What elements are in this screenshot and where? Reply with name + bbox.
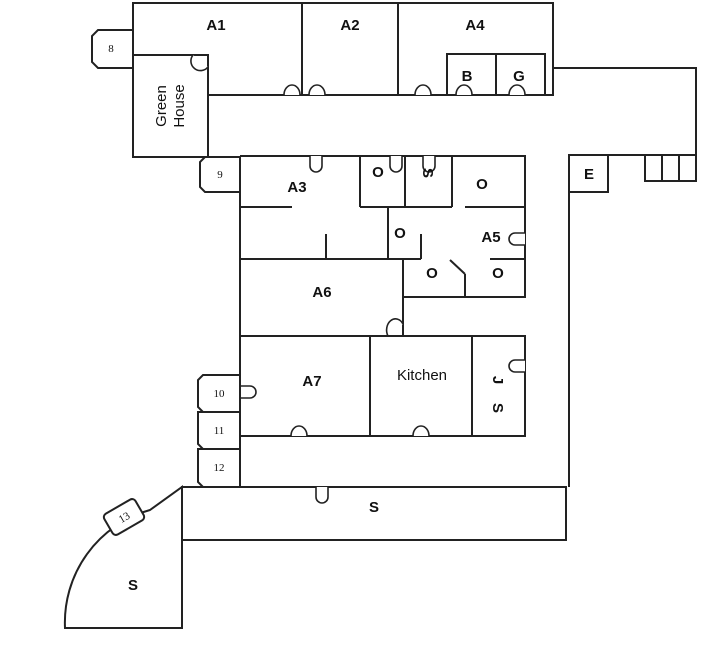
kitchen-label: Kitchen bbox=[397, 367, 447, 384]
room-e bbox=[568, 154, 609, 193]
janitor-label: J bbox=[489, 376, 506, 384]
room-a5-label: A5 bbox=[481, 229, 500, 246]
room-g-label: G bbox=[513, 68, 525, 85]
room-a7-label: A7 bbox=[302, 373, 321, 390]
exit-13-box bbox=[102, 498, 146, 536]
exit-8-label: 8 bbox=[108, 43, 114, 55]
south-corridor-label: S bbox=[369, 499, 379, 516]
room-a4-label: A4 bbox=[465, 17, 485, 34]
office-label: O bbox=[394, 225, 406, 242]
room-a2-label: A2 bbox=[340, 17, 359, 34]
room-b-label: B bbox=[462, 68, 473, 85]
exit-10-label: 10 bbox=[214, 388, 226, 400]
exit-12-label: 12 bbox=[214, 462, 225, 474]
green-house-label-line2: House bbox=[171, 84, 188, 127]
exit-8-box bbox=[91, 29, 134, 69]
office-label: O bbox=[372, 164, 384, 181]
storage-label: S bbox=[419, 168, 436, 178]
green-house-label-line1: Green bbox=[153, 85, 170, 127]
storage-label: S bbox=[489, 403, 506, 413]
room-a3-label: A3 bbox=[287, 179, 306, 196]
green-house-room bbox=[132, 54, 209, 158]
south-fan-room-label: S bbox=[128, 577, 138, 594]
lower-block bbox=[239, 335, 526, 437]
exit-9-label: 9 bbox=[217, 169, 223, 181]
office-label: O bbox=[492, 265, 504, 282]
room-e-label: E bbox=[584, 166, 594, 183]
office-label: O bbox=[476, 176, 488, 193]
office-label: O bbox=[426, 265, 438, 282]
exit-11-label: 11 bbox=[214, 425, 225, 437]
middle-block bbox=[239, 155, 526, 487]
room-a1-label: A1 bbox=[206, 17, 225, 34]
exit-9-box bbox=[199, 156, 241, 193]
room-a6-label: A6 bbox=[312, 284, 331, 301]
